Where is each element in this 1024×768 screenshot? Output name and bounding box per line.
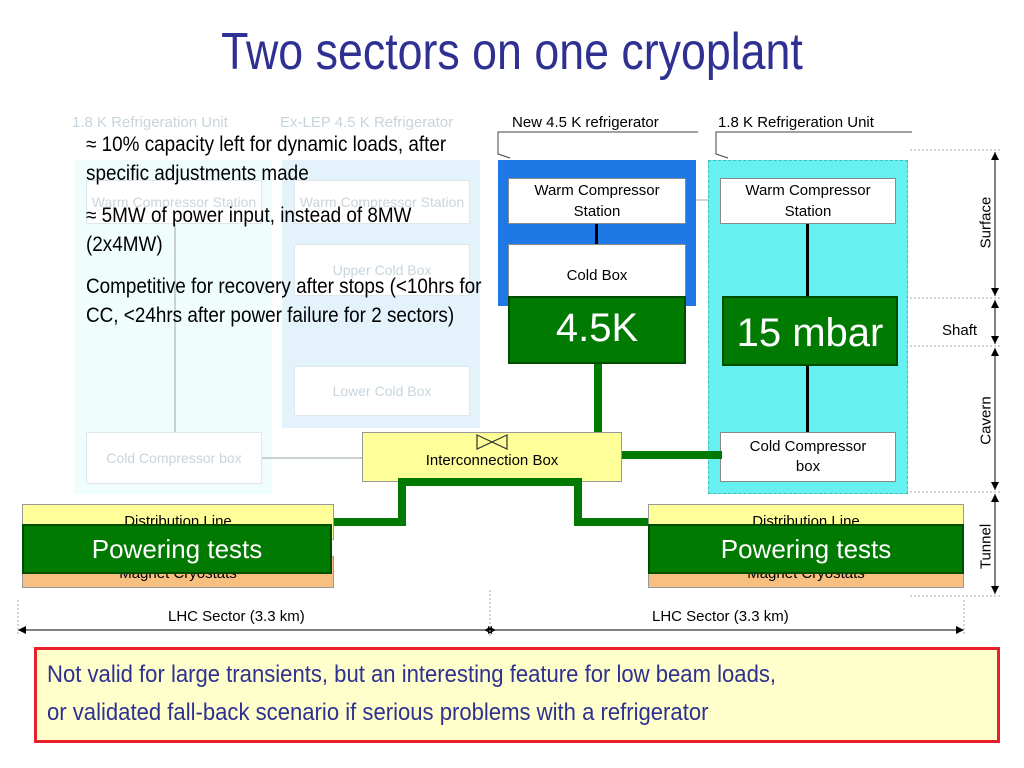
temperature-45k-label: 4.5K [508, 296, 686, 364]
valve-icon [476, 434, 508, 450]
link-wcs-coldbox [595, 224, 598, 244]
cold-compressor-box: Cold Compressor box [720, 432, 896, 482]
faded-wcs-middle: Warm Compressor Station [294, 180, 470, 224]
faded-wcs-left: Warm Compressor Station [86, 180, 262, 224]
header-18k-faded: 1.8 K Refrigeration Unit [72, 114, 228, 131]
faded-upper-cold-box: Upper Cold Box [294, 244, 470, 296]
pipe-left-h2 [330, 518, 406, 526]
faded-cold-compressor: Cold Compressor box [86, 432, 262, 484]
pressure-15mbar-label: 15 mbar [722, 296, 898, 366]
bullet-power: ≈ 5MW of power input, instead of 8MW (2x… [86, 204, 412, 256]
level-surface: Surface [977, 196, 995, 249]
pipe-45k-down [594, 364, 602, 436]
pipe-ib-to-cc [620, 451, 722, 459]
header-new-45k: New 4.5 K refrigerator [512, 114, 659, 131]
pipe-left-v [398, 478, 406, 526]
level-shaft: Shaft [942, 322, 978, 339]
cold-box: Cold Box [508, 244, 686, 302]
pipe-right-v [574, 478, 582, 526]
note-line-1: Not valid for large transients, but an i… [47, 661, 777, 688]
powering-tests-right: Powering tests [648, 524, 964, 574]
note-box: Not valid for large transients, but an i… [34, 647, 1000, 743]
slide-title: Two sectors on one cryoplant [221, 23, 803, 81]
wcs-new: Warm Compressor Station [508, 178, 686, 224]
header-exlep-faded: Ex-LEP 4.5 K Refrigerator [280, 114, 454, 131]
header-18k: 1.8 K Refrigeration Unit [718, 114, 874, 131]
pipe-left-h1 [398, 478, 582, 486]
interconnection-box: Interconnection Box [362, 432, 622, 482]
note-line-2: or validated fall-back scenario if serio… [47, 699, 709, 726]
pipe-right-h2 [574, 518, 652, 526]
level-tunnel: Tunnel [977, 523, 995, 570]
level-cavern: Cavern [977, 396, 995, 445]
bullet-capacity: ≈ 10% capacity left for dynamic loads, a… [86, 133, 447, 185]
faded-lower-cold-box: Lower Cold Box [294, 366, 470, 416]
sector-label-left: LHC Sector (3.3 km) [168, 608, 305, 625]
bullet-list: ≈ 10% capacity left for dynamic loads, a… [86, 130, 486, 343]
sector-label-right: LHC Sector (3.3 km) [652, 608, 789, 625]
wcs-18k: Warm Compressor Station [720, 178, 896, 224]
bullet-recovery: Competitive for recovery after stops (<1… [86, 275, 482, 327]
powering-tests-left: Powering tests [22, 524, 332, 574]
